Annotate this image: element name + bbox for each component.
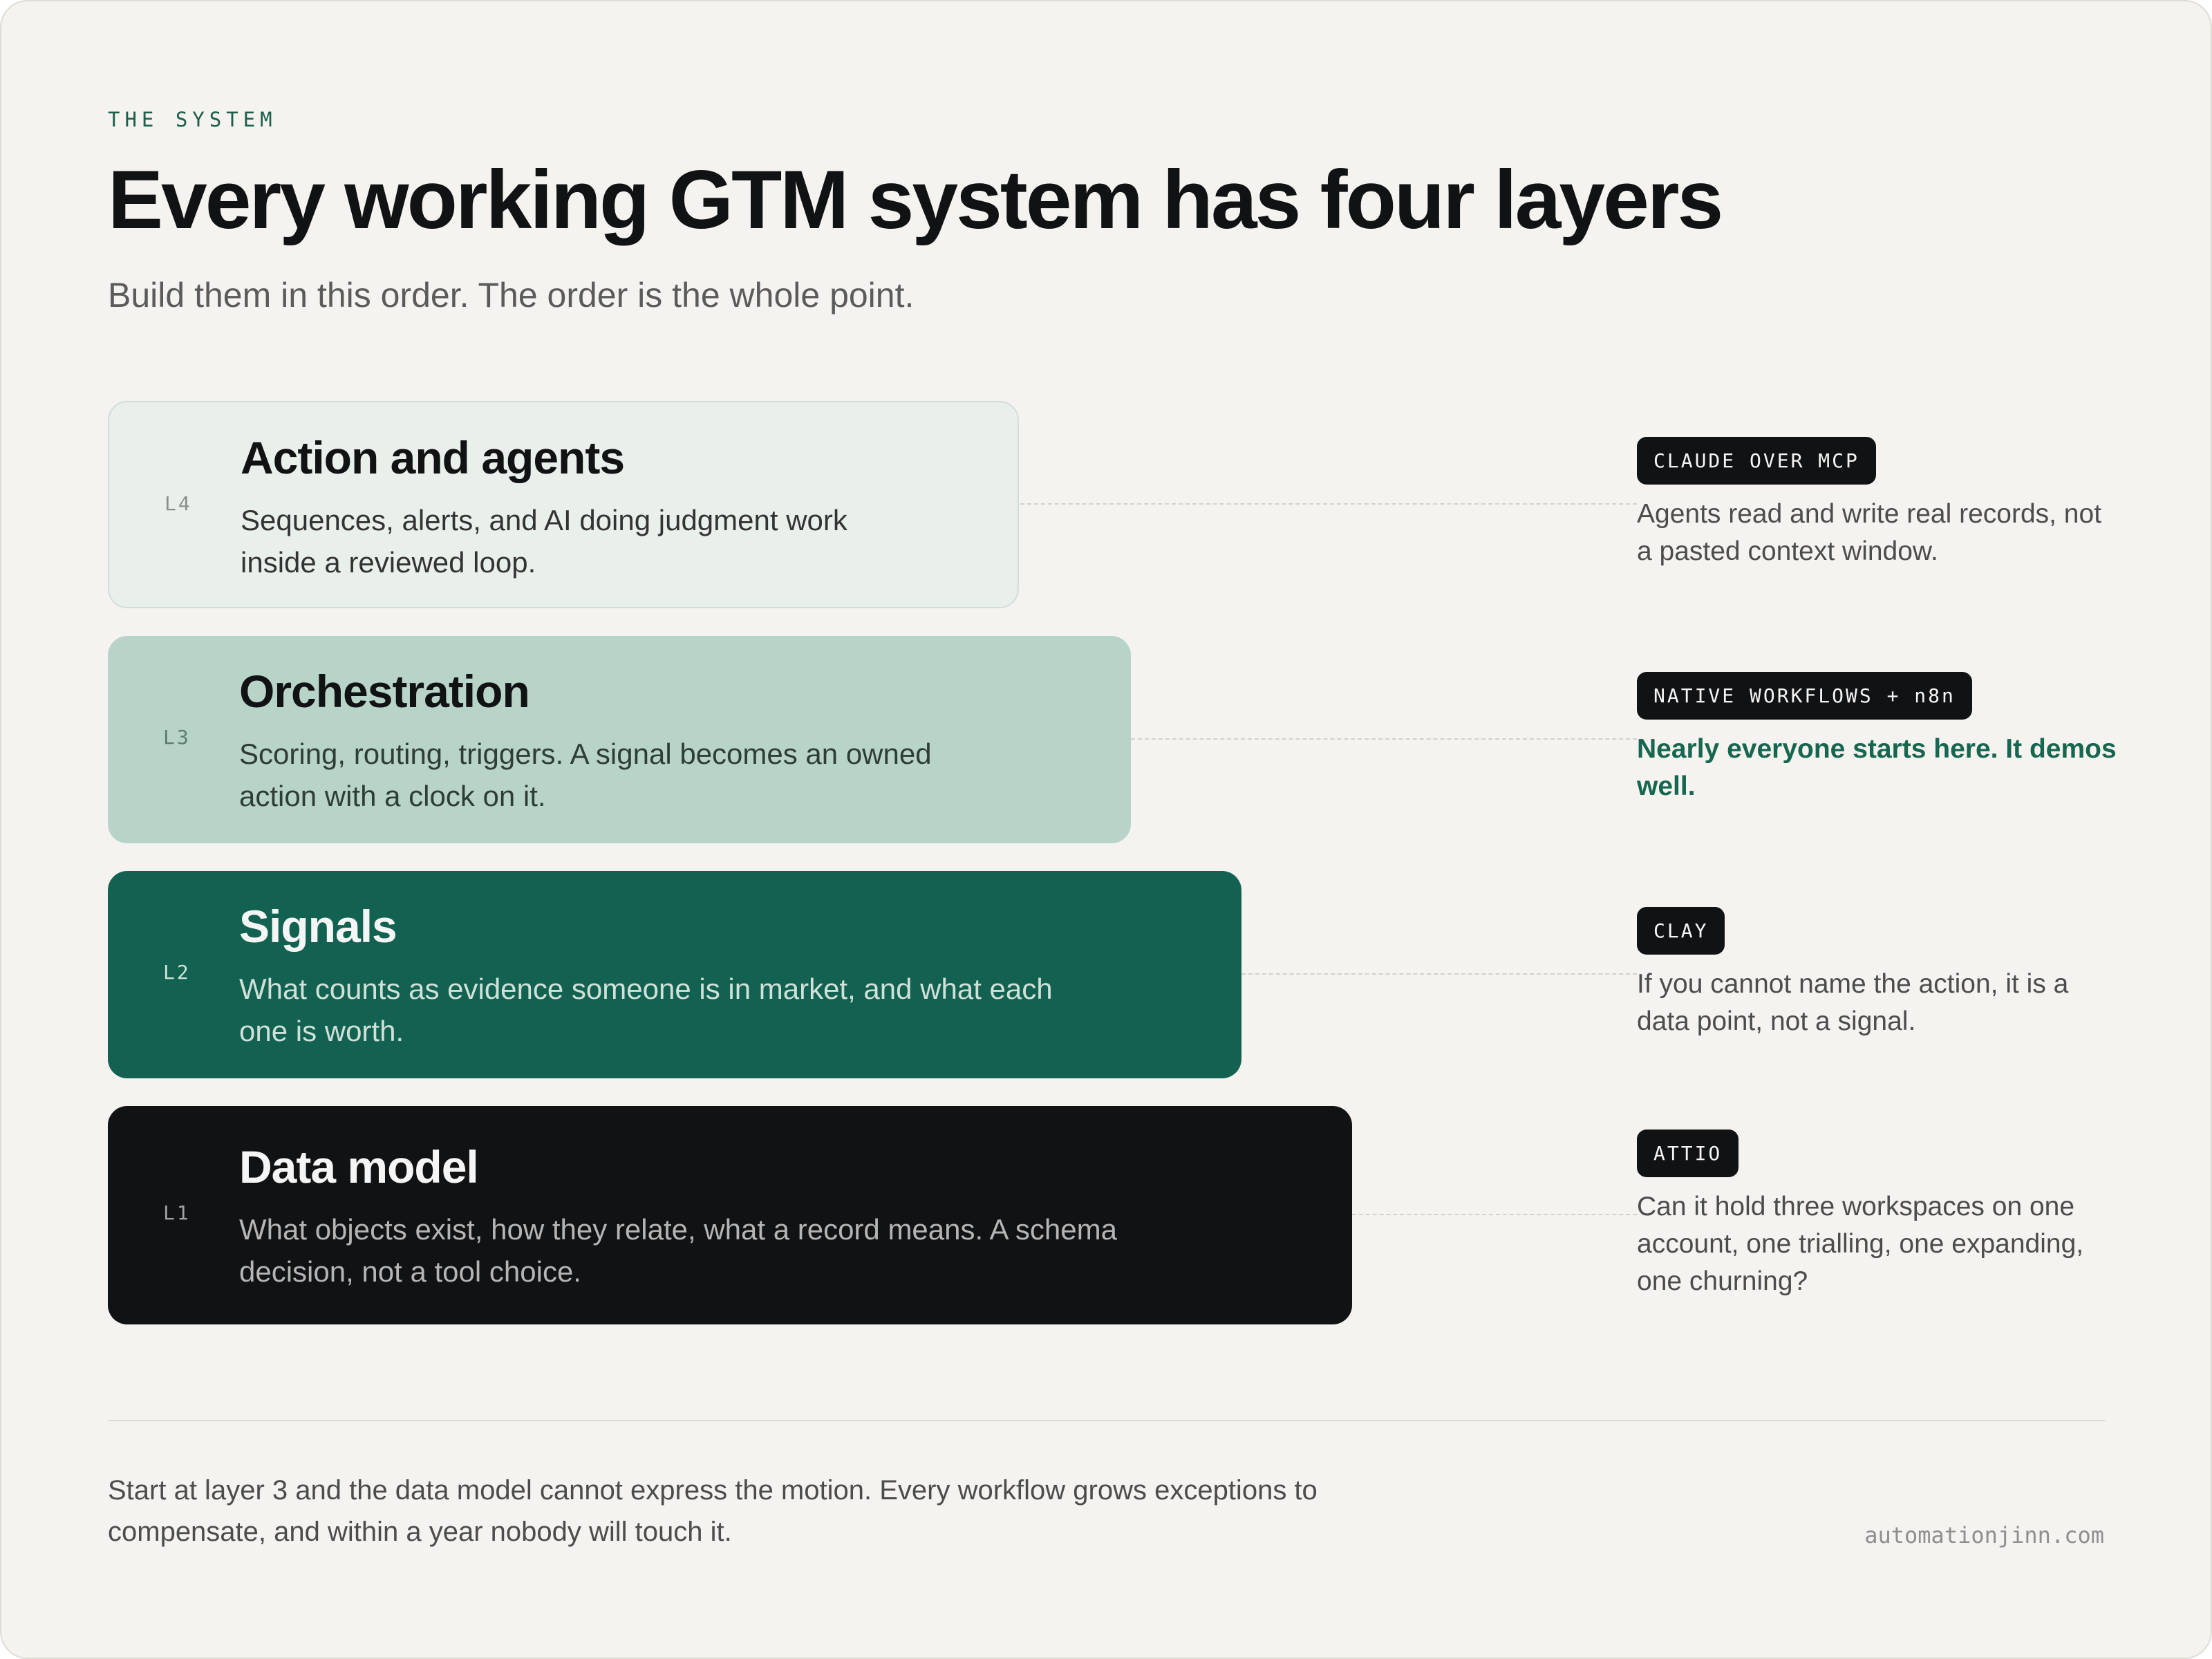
footer-divider <box>108 1420 2106 1421</box>
layer-l3-block: L3 Orchestration Scoring, routing, trigg… <box>108 636 1131 843</box>
layer-l4-label: L4 <box>165 492 192 515</box>
footer-text: Start at layer 3 and the data model cann… <box>108 1475 1318 1547</box>
eyebrow-label: THE SYSTEM <box>108 108 277 131</box>
layer-l2-name: Signals <box>239 901 397 952</box>
layer-l3-description: Scoring, routing, triggers. A signal bec… <box>239 738 932 812</box>
layer-l2-block: L2 Signals What counts as evidence someo… <box>108 871 1241 1078</box>
layer-l3-note: Nearly everyone starts here. It demos we… <box>1637 734 2117 801</box>
layer-l1-annotation: ATTIO Can it hold three workspaces on on… <box>1637 1130 2121 1300</box>
layer-l4-block: L4 Action and agents Sequences, alerts, … <box>108 401 1019 608</box>
page-title: Every working GTM system has four layers <box>108 153 1723 246</box>
layer-l3-annotation: NATIVE WORKFLOWS + n8n Nearly everyone s… <box>1637 672 2121 805</box>
layer-l1-note: Can it hold three workspaces on one acco… <box>1637 1192 2084 1296</box>
layer-l2-description: What counts as evidence someone is in ma… <box>239 973 1053 1047</box>
layer-l4-note: Agents read and write real records, not … <box>1637 499 2102 566</box>
layer-l1-tool-tag: ATTIO <box>1637 1130 1739 1177</box>
layer-l4-connector <box>1020 503 1637 505</box>
layer-l1-connector <box>1352 1214 1637 1215</box>
page-subtitle: Build them in this order. The order is t… <box>108 276 915 315</box>
layer-l2-connector <box>1241 973 1637 975</box>
layer-l2-annotation: CLAY If you cannot name the action, it i… <box>1637 907 2121 1040</box>
layer-l3-label: L3 <box>163 726 191 749</box>
layer-l2-label: L2 <box>163 961 191 984</box>
layer-l1-block: L1 Data model What objects exist, how th… <box>108 1106 1352 1324</box>
layer-l4-tool-tag: CLAUDE OVER MCP <box>1637 437 1876 485</box>
layer-l2-note: If you cannot name the action, it is a d… <box>1637 969 2069 1036</box>
layer-l1-name: Data model <box>239 1141 479 1192</box>
site-url: automationjinn.com <box>1864 1522 2104 1548</box>
layer-l1-label: L1 <box>163 1201 191 1224</box>
layer-l3-tool-tag: NATIVE WORKFLOWS + n8n <box>1637 672 1972 720</box>
layer-l4-description: Sequences, alerts, and AI doing judgment… <box>241 504 847 579</box>
layer-l1-description: What objects exist, how they relate, wha… <box>239 1213 1117 1288</box>
layer-l2-tool-tag: CLAY <box>1637 907 1725 955</box>
layer-l4-name: Action and agents <box>241 432 625 483</box>
layer-l4-annotation: CLAUDE OVER MCP Agents read and write re… <box>1637 437 2121 570</box>
layer-l3-name: Orchestration <box>239 666 530 717</box>
layer-l3-connector <box>1131 738 1637 740</box>
